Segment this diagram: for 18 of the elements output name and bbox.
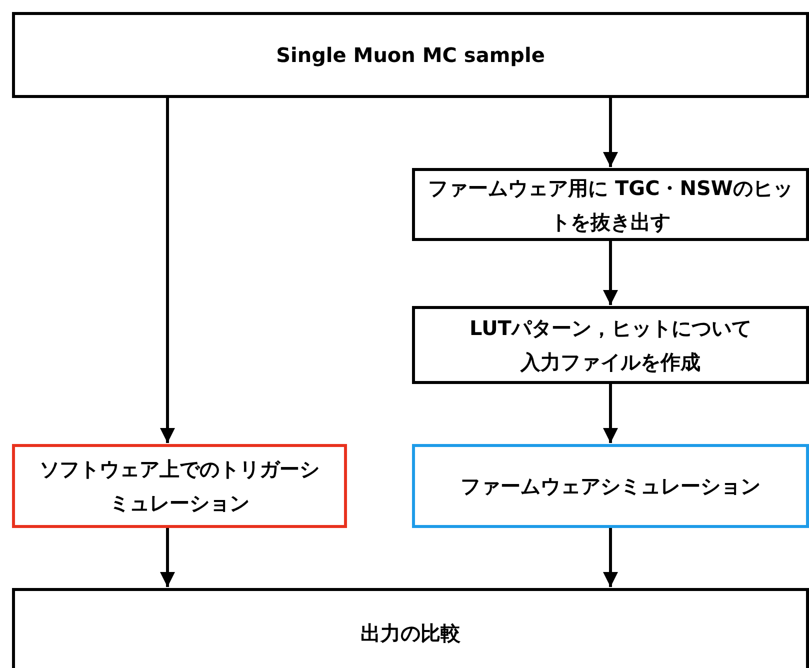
- box-label: ソフトウェア上でのトリガーシミュレーション: [38, 456, 320, 517]
- arrow: [603, 384, 618, 443]
- box-label: ファームウェアシミュレーション: [460, 473, 760, 500]
- process-box: [412, 444, 809, 528]
- box-label: ファームウェア用に TGC・NSWのヒットを抜き出す: [427, 174, 794, 236]
- process-box: [12, 12, 809, 98]
- arrow: [603, 528, 618, 587]
- process-box: [12, 588, 809, 668]
- arrow: [603, 241, 618, 305]
- box-label: Single Muon MC sample: [276, 42, 545, 69]
- box-label: LUTパターン，ヒットについて入力ファイルを作成: [468, 315, 752, 376]
- arrow: [603, 98, 618, 167]
- box-label: 出力の比較: [360, 620, 460, 647]
- arrow: [160, 528, 175, 587]
- process-box: [412, 168, 809, 241]
- process-box: [412, 306, 809, 384]
- arrow: [160, 98, 175, 443]
- process-box: [12, 444, 347, 528]
